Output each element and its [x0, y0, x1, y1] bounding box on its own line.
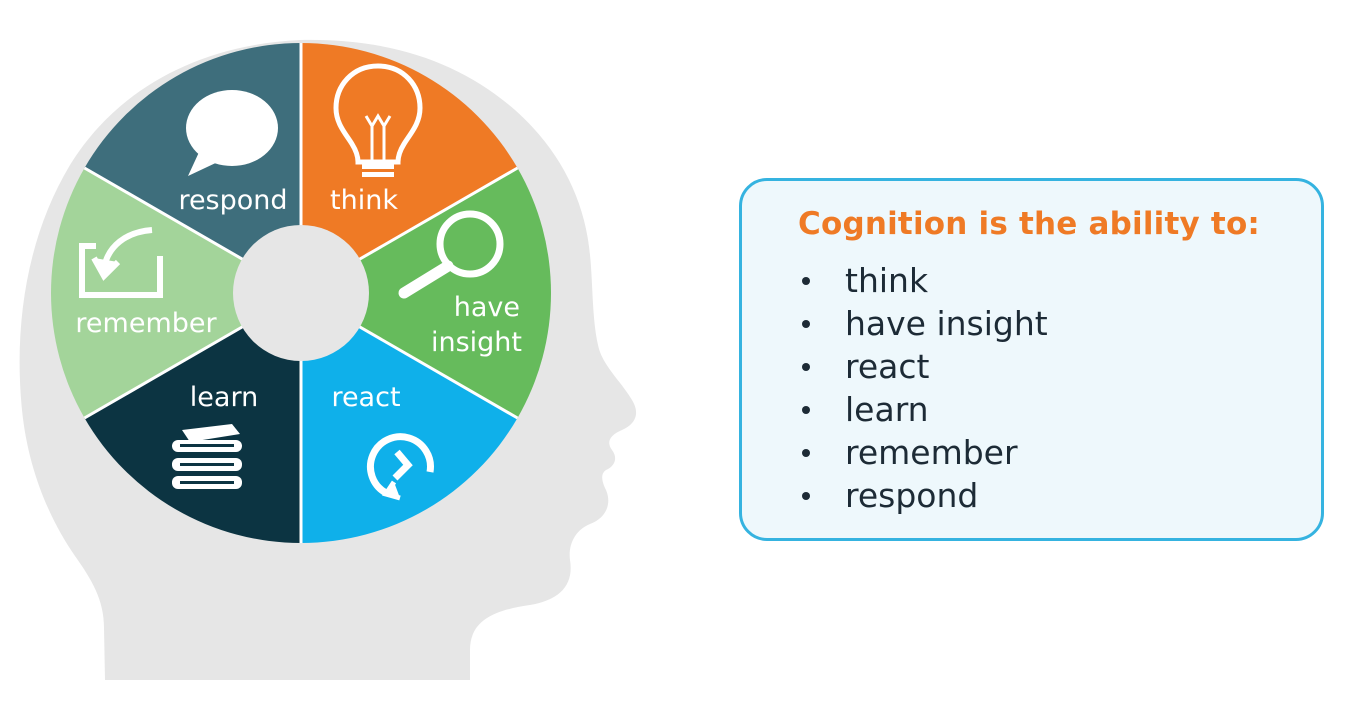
books-icon: [172, 424, 242, 489]
label-react: react: [331, 382, 400, 413]
wheel-hub: [233, 225, 369, 361]
list-item: react: [799, 345, 1048, 388]
save-arrow-icon: [79, 227, 163, 298]
label-have: have: [454, 292, 520, 323]
segment-learn: [84, 293, 301, 543]
label-remember: remember: [75, 308, 217, 339]
list-item: remember: [799, 431, 1048, 474]
list-item: respond: [799, 474, 1048, 517]
list-item: think: [799, 259, 1048, 302]
list-item: learn: [799, 388, 1048, 431]
segment-remember: [51, 168, 301, 418]
info-box: Cognition is the ability to: think have …: [739, 178, 1324, 541]
segment-have-insight: [301, 168, 551, 418]
label-insight: insight: [431, 327, 522, 358]
lightbulb-icon: [333, 63, 423, 177]
label-respond: respond: [178, 185, 287, 216]
ability-list: think have insight react learn remember …: [799, 259, 1048, 517]
info-title: Cognition is the ability to:: [798, 206, 1261, 242]
speech-bubble-icon: [186, 90, 278, 176]
label-learn: learn: [190, 382, 258, 413]
segment-think: [301, 43, 518, 293]
clock-refresh-icon: [366, 433, 434, 501]
magnifier-icon: [398, 210, 504, 299]
label-think: think: [330, 185, 398, 216]
list-item: have insight: [799, 302, 1048, 345]
segment-react: [301, 293, 518, 543]
